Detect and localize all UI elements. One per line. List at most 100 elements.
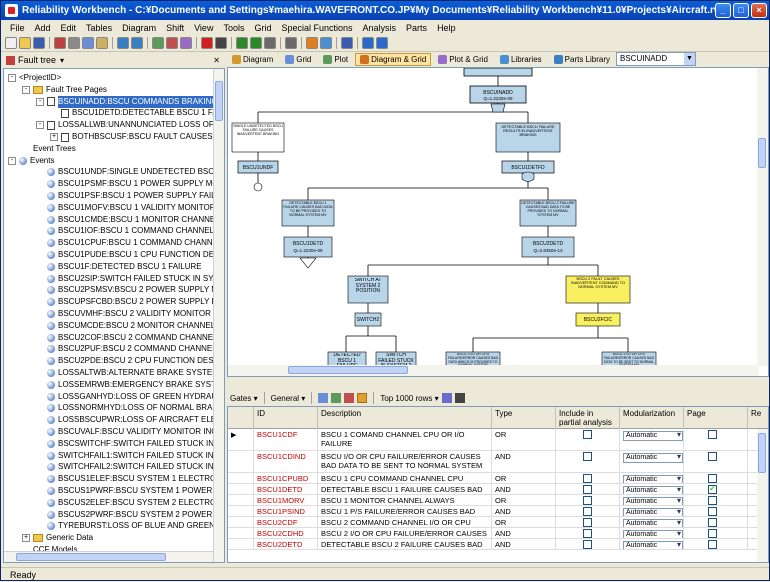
- tree-item[interactable]: BSCUS2ELEF:BSCU SYSTEM 2 ELECTRONICS FAI…: [36, 497, 224, 509]
- partial-analysis-checkbox[interactable]: [583, 452, 592, 461]
- partial-analysis-checkbox[interactable]: [583, 518, 592, 527]
- grid-header-cell[interactable]: Type: [492, 407, 556, 429]
- pin-icon[interactable]: ✕: [213, 55, 220, 65]
- tree-item[interactable]: BSCUS1ELEF:BSCU SYSTEM 1 ELECTRONICS FAI…: [36, 473, 224, 485]
- tree-item[interactable]: BSCU2PUF:BSCU 2 COMMAND CHANNEL CPU HAR: [36, 343, 224, 355]
- page-checkbox[interactable]: [708, 518, 717, 527]
- grid-header-cell[interactable]: Re: [748, 407, 768, 429]
- paste-icon[interactable]: [96, 37, 108, 49]
- partial-analysis-checkbox[interactable]: [583, 507, 592, 516]
- tree-item[interactable]: -Events: [8, 155, 54, 167]
- tab-plot[interactable]: Plot: [318, 53, 353, 66]
- tree-item[interactable]: -LOSSALLWB:UNANNUNCIATED LOSS OF ALL WHE: [36, 119, 224, 131]
- page-checkbox[interactable]: [708, 484, 717, 494]
- tree-item[interactable]: BSCU1MOFV:BSCU 1 VALIDITY MONITOR FAILED…: [36, 202, 224, 214]
- close-button[interactable]: ×: [751, 3, 767, 18]
- tree-item[interactable]: CCF Models: [22, 544, 77, 556]
- forward-icon[interactable]: [376, 37, 388, 49]
- tree-item[interactable]: BSCU1PUDE:BSCU 1 CPU FUNCTION DESIGN ERR…: [36, 249, 224, 261]
- menu-item-tools[interactable]: Tools: [223, 22, 245, 33]
- fit-icon[interactable]: [264, 37, 276, 49]
- tree-item[interactable]: BSCU2PDE:BSCU 2 CPU FUNCTION DESIGN ERRO: [36, 355, 224, 367]
- page-checkbox[interactable]: [708, 507, 717, 516]
- gates-dropdown[interactable]: Gates ▾: [230, 393, 258, 403]
- grid-header-cell[interactable]: Description: [318, 407, 492, 429]
- tree-item[interactable]: BSCUMCDE:BSCU 2 MONITOR CHANNEL DESIGN E…: [36, 320, 224, 332]
- help-icon[interactable]: [341, 37, 353, 49]
- check-all-icon[interactable]: [357, 393, 368, 403]
- menu-item-analysis[interactable]: Analysis: [362, 22, 397, 33]
- modularization-dropdown[interactable]: Automatic: [623, 541, 683, 549]
- tree-item[interactable]: LOSSALTWB:ALTERNATE BRAKE SYSTEM DOES I: [36, 367, 224, 379]
- chevron-down-icon[interactable]: ▾: [60, 55, 65, 65]
- tree-item[interactable]: BSCU1DETD:DETECTABLE BSCU 1 FAILURE CA: [50, 107, 224, 119]
- tree-item[interactable]: BSCU1IOF:BSCU 1 COMMAND CHANNEL I/O FAIL…: [36, 225, 224, 237]
- menu-item-parts[interactable]: Parts: [406, 22, 428, 33]
- zoom-out-icon[interactable]: [250, 37, 262, 49]
- edit-icon[interactable]: [54, 37, 66, 49]
- menu-item-add[interactable]: Add: [34, 22, 51, 33]
- print-icon[interactable]: [285, 37, 297, 49]
- menu-item-diagram[interactable]: Diagram: [122, 22, 157, 33]
- tab-parts-library[interactable]: Parts Library: [549, 53, 615, 66]
- redo-icon[interactable]: [131, 37, 143, 49]
- grid-header-cell[interactable]: [228, 407, 254, 429]
- tree-item[interactable]: TYREBURST:LOSS OF BLUE AND GREEN HYDRAU: [36, 520, 224, 532]
- grid-header-cell[interactable]: Page: [684, 407, 748, 429]
- menu-item-view[interactable]: View: [194, 22, 214, 33]
- menu-item-edit[interactable]: Edit: [60, 22, 77, 33]
- modularization-dropdown[interactable]: Automatic: [623, 530, 683, 538]
- minimize-button[interactable]: _: [715, 3, 731, 18]
- tree-vertical-scrollbar[interactable]: [213, 69, 224, 562]
- tree-item[interactable]: -Fault Tree Pages: [22, 84, 107, 96]
- zoom-in-icon[interactable]: [236, 37, 248, 49]
- tab-libraries[interactable]: Libraries: [495, 53, 547, 66]
- grid-header-cell[interactable]: ID: [254, 407, 318, 429]
- tab-diagram[interactable]: Diagram: [227, 53, 278, 66]
- page-checkbox[interactable]: [708, 540, 717, 549]
- maximize-button[interactable]: □: [733, 3, 749, 18]
- partial-analysis-checkbox[interactable]: [583, 430, 592, 439]
- partial-analysis-checkbox[interactable]: [583, 485, 592, 494]
- modularization-dropdown[interactable]: Automatic: [623, 519, 683, 527]
- tree-item[interactable]: BSCU2COF:BSCU 2 COMMAND CHANNEL I/O FAIL…: [36, 332, 224, 344]
- menu-item-special-functions[interactable]: Special Functions: [281, 22, 353, 33]
- new-icon[interactable]: [5, 37, 17, 49]
- expand-icon[interactable]: +: [50, 133, 58, 141]
- partial-analysis-checkbox[interactable]: [583, 496, 592, 505]
- diagram-horizontal-scrollbar[interactable]: [228, 365, 759, 376]
- diagram-vertical-scrollbar[interactable]: [757, 68, 768, 366]
- grid-vertical-scrollbar[interactable]: [757, 429, 768, 562]
- chevron-down-icon[interactable]: ▼: [684, 53, 695, 65]
- page-checkbox[interactable]: [708, 474, 717, 483]
- export-icon[interactable]: [441, 393, 452, 403]
- collapse-icon[interactable]: -: [8, 156, 16, 165]
- tab-grid[interactable]: Grid: [280, 53, 316, 66]
- modularization-dropdown[interactable]: Automatic: [623, 497, 683, 505]
- tree-item[interactable]: BSCU1CPUF:BSCU 1 COMMAND CHANNEL CPU FAI: [36, 237, 224, 249]
- menu-item-tables[interactable]: Tables: [86, 22, 113, 33]
- modularization-dropdown[interactable]: Automatic: [623, 475, 683, 483]
- tree-item[interactable]: BSCU1CMDE:BSCU 1 MONITOR CHANNEL DESIGN …: [36, 214, 224, 226]
- partial-analysis-checkbox[interactable]: [583, 474, 592, 483]
- cut-icon[interactable]: [68, 37, 80, 49]
- menu-item-grid[interactable]: Grid: [254, 22, 272, 33]
- tree-item[interactable]: BSCUVMHF:BSCU 2 VALIDITY MONITOR FAILED …: [36, 308, 224, 320]
- tree-item[interactable]: +BOTHBSCUSF:BSCU FAULT CAUSES LOSS OF: [50, 131, 224, 143]
- tree-item[interactable]: LOSSEMRWB:EMERGENCY BRAKE SYSTEM DOES: [36, 379, 224, 391]
- tree-item[interactable]: BSCU1UNDF:SINGLE UNDETECTED BSCU FAILURE…: [36, 166, 224, 178]
- grid-settings-icon[interactable]: [318, 393, 329, 403]
- filter-icon[interactable]: [331, 393, 342, 403]
- tree-item[interactable]: -BSCUINADD:BSCU COMMANDS BRAKING IN ABSE: [36, 95, 224, 108]
- collapse-icon[interactable]: -: [22, 85, 30, 94]
- modularization-dropdown[interactable]: Automatic: [623, 508, 683, 516]
- menu-item-help[interactable]: Help: [437, 22, 456, 33]
- grid-header-cell[interactable]: Include in partial analysis: [556, 407, 620, 429]
- grid-header-cell[interactable]: Modularization: [620, 407, 684, 429]
